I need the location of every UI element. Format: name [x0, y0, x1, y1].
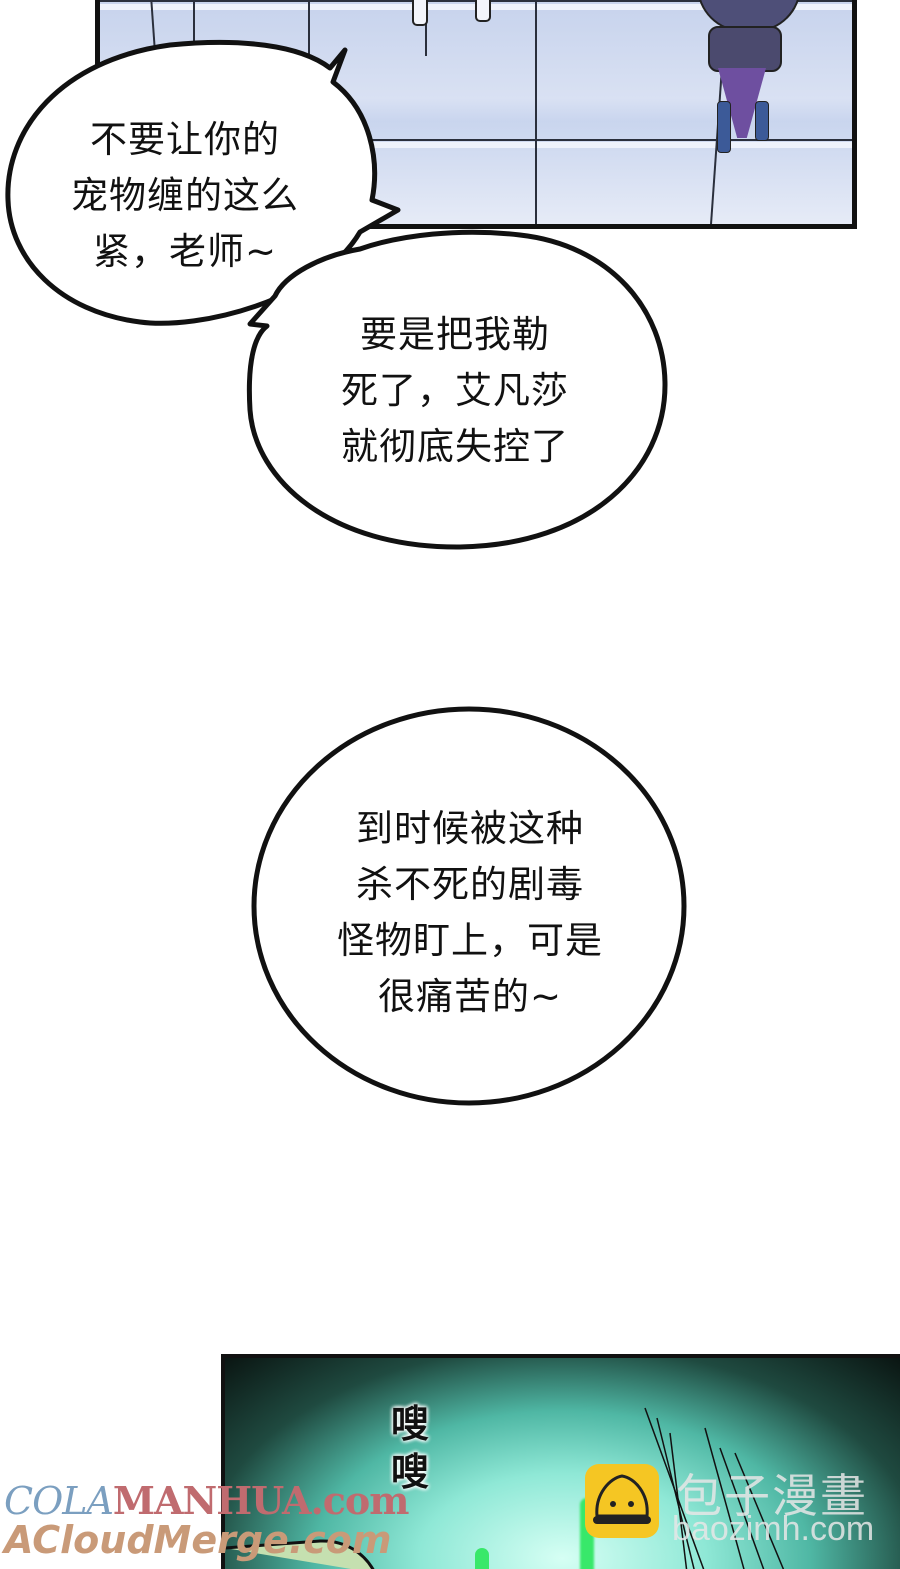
- floor-line: [535, 0, 537, 224]
- green-splash: [475, 1548, 489, 1569]
- speed-lines: [225, 1407, 785, 1569]
- watermark-manhua: MANHUA.com: [112, 1478, 410, 1523]
- speech-bubble-2-shape: [246, 229, 668, 550]
- speech-bubble-1-shape: [5, 39, 401, 326]
- floor-line: [425, 0, 427, 56]
- baozi-logo-icon: [585, 1464, 659, 1538]
- speech-bubble-3-text: 到时候被这种 杀不死的剧毒 怪物盯上，可是 很痛苦的~: [337, 807, 603, 1018]
- floor-highlight: [100, 142, 852, 148]
- baozi-logo-text: 包子漫畫: [676, 1469, 868, 1523]
- speech-bubbles-layer: [5, 39, 687, 1106]
- speech-bubble-2-text: 要是把我勒 死了，艾凡莎 就彻底失控了: [341, 313, 569, 468]
- character-leg: [475, 0, 491, 22]
- bun-icon: [593, 1474, 651, 1524]
- sound-effect-text: 嗖 嗖: [390, 1401, 429, 1494]
- floor-line: [193, 0, 195, 46]
- witch-torso: [708, 26, 782, 72]
- watermark-cola: COLA: [4, 1479, 114, 1523]
- character-leg: [412, 0, 428, 26]
- bottom-panel: [221, 1354, 900, 1569]
- watermark-colamanhua: COLAMANHUA.com: [4, 1478, 410, 1523]
- baozi-logo-url: baozimh.com: [672, 1510, 875, 1548]
- floor-line: [100, 139, 852, 141]
- witch-boot: [755, 101, 769, 141]
- speech-bubble-3-shape: [251, 706, 687, 1106]
- witch-boot: [717, 101, 731, 153]
- speech-bubble-1-text: 不要让你的 宠物缠的这么 紧，老师~: [71, 118, 299, 273]
- watermark-acloudmerge: ACloudMerge.com: [4, 1518, 392, 1562]
